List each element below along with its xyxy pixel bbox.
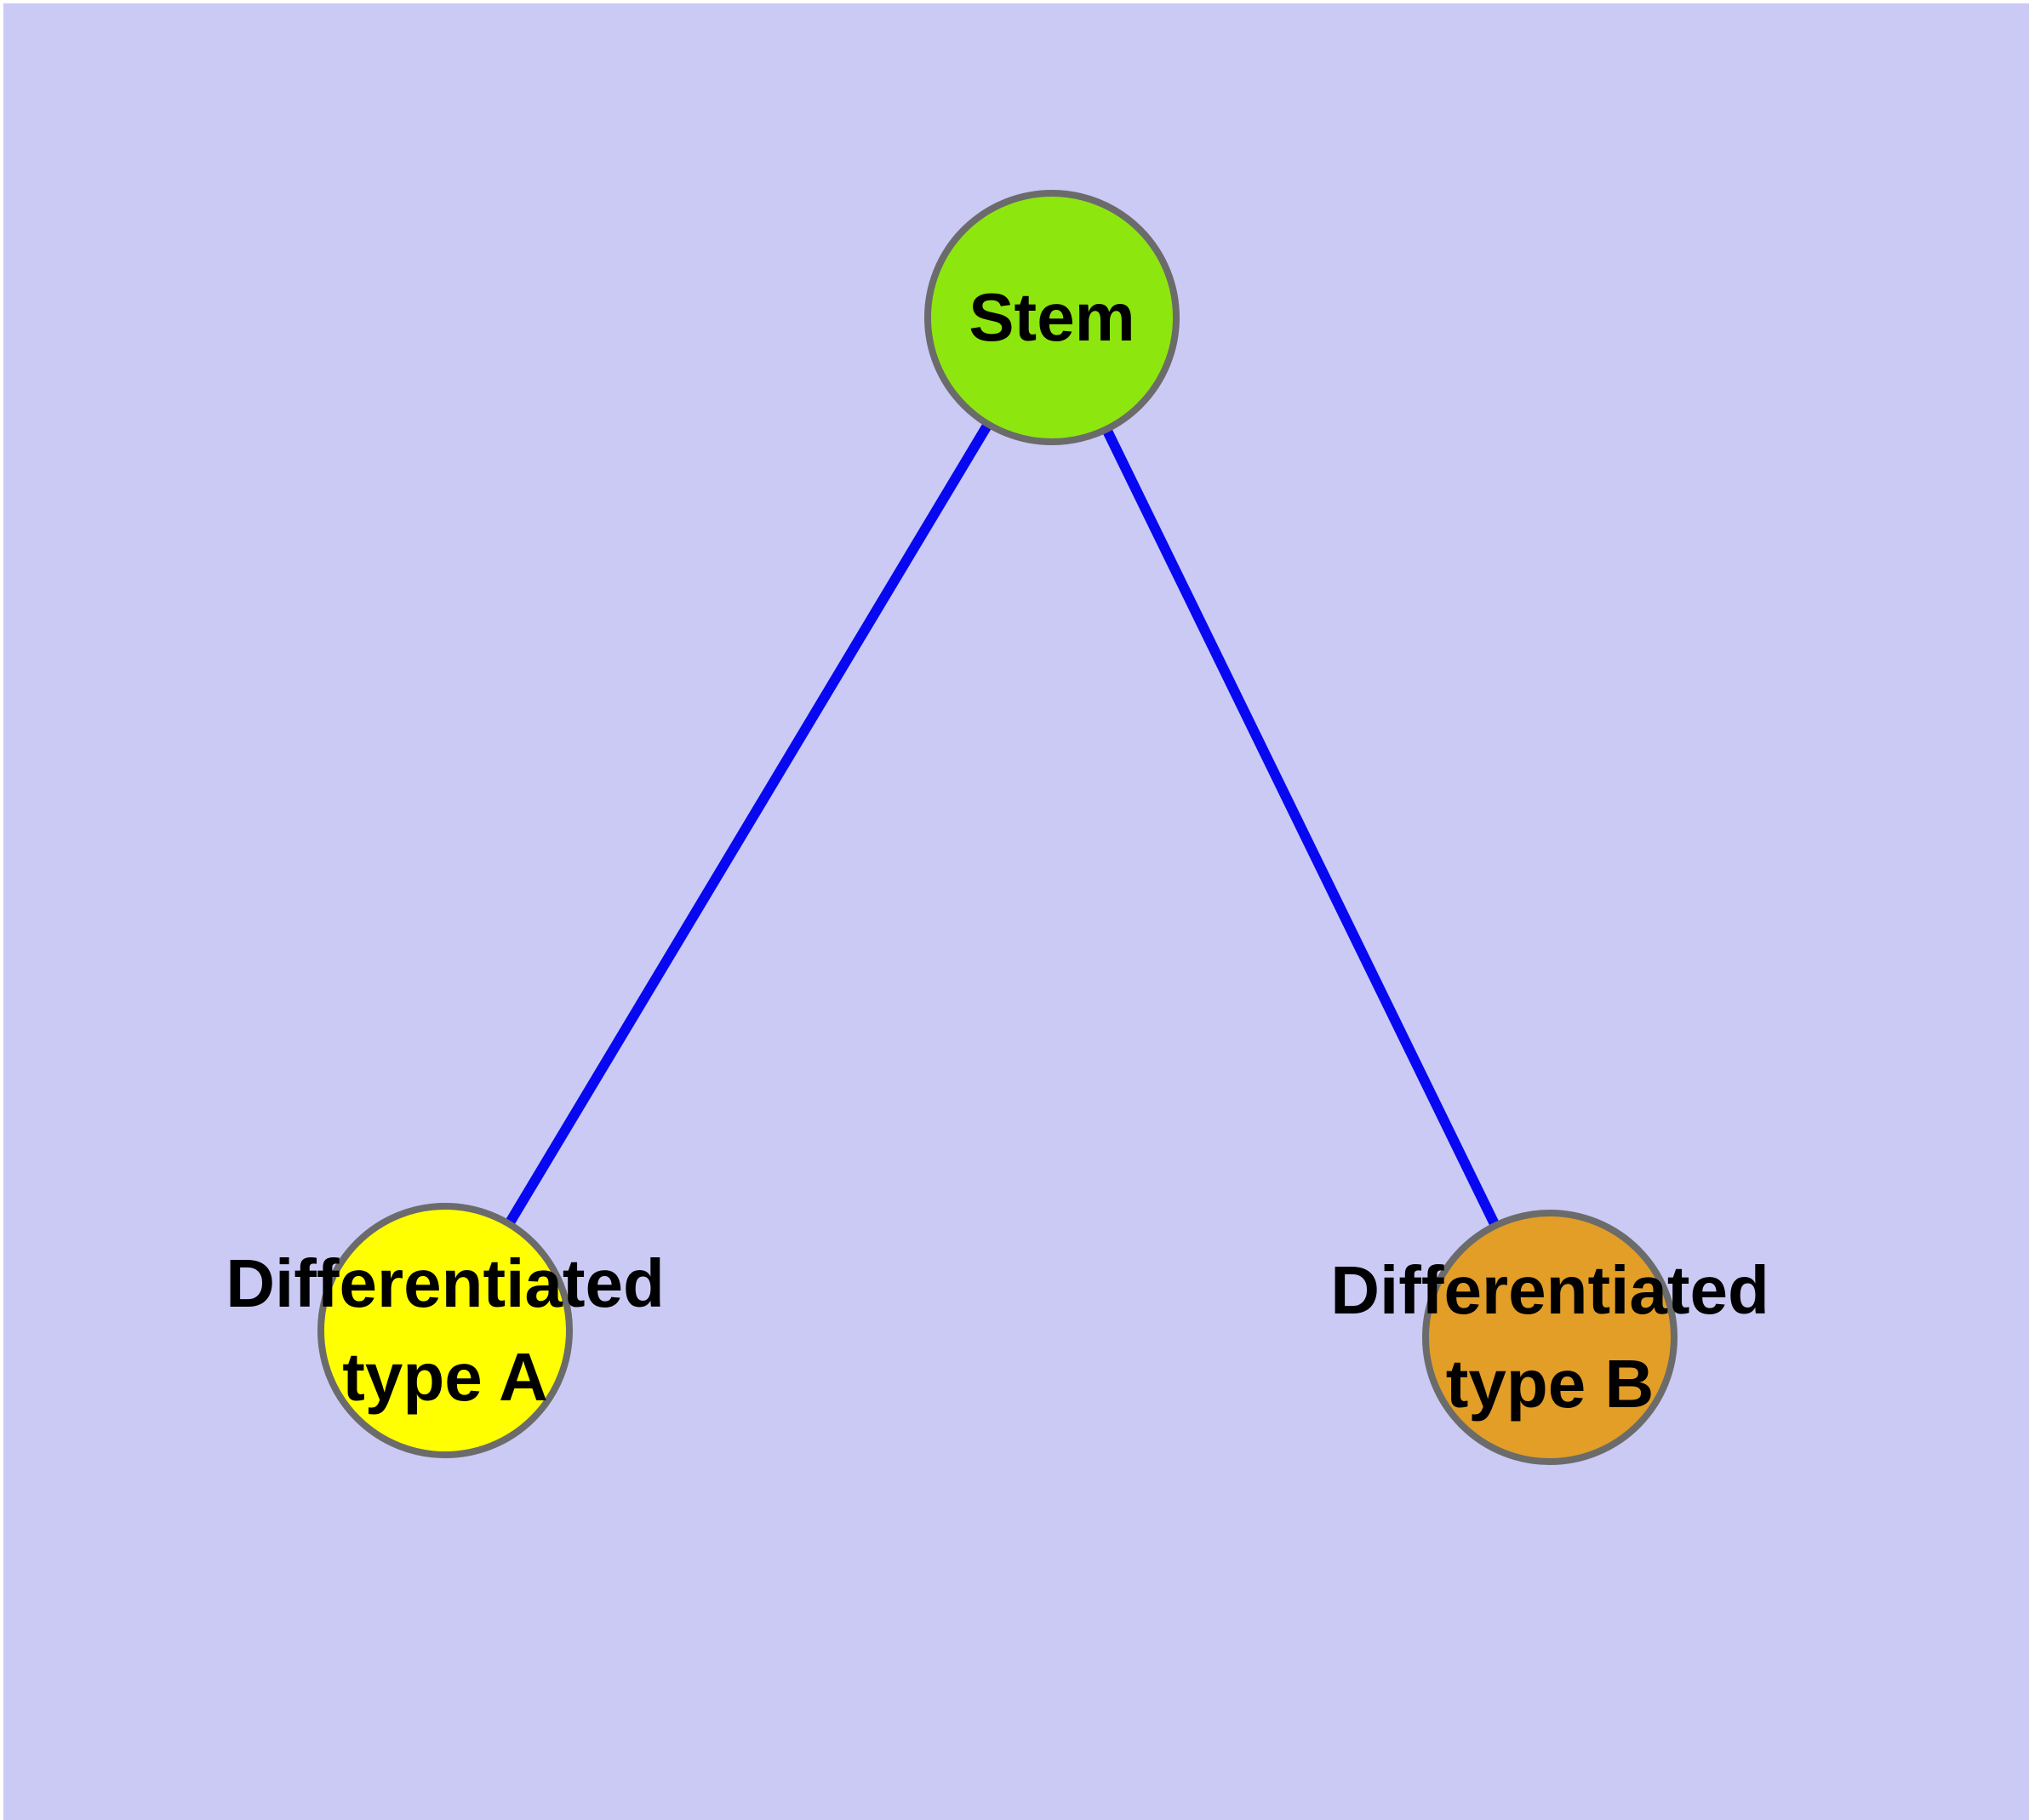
edges-layer bbox=[440, 314, 1555, 1340]
node-stem-circle bbox=[924, 190, 1180, 445]
node-label-stem: Stem bbox=[969, 279, 1135, 355]
diagram-canvas: Stem Differentiated type A Differentiate… bbox=[3, 3, 2029, 1820]
node-label-type-b: Differentiated type B bbox=[1330, 1252, 1769, 1422]
node-label-type-a: Differentiated type A bbox=[226, 1245, 665, 1415]
node-type-a-circle bbox=[317, 1203, 573, 1458]
edge-stem-to-type-b bbox=[1047, 315, 1555, 1340]
edge-stem-to-type-a bbox=[440, 314, 1057, 1334]
node-type-b-circle bbox=[1422, 1210, 1677, 1465]
